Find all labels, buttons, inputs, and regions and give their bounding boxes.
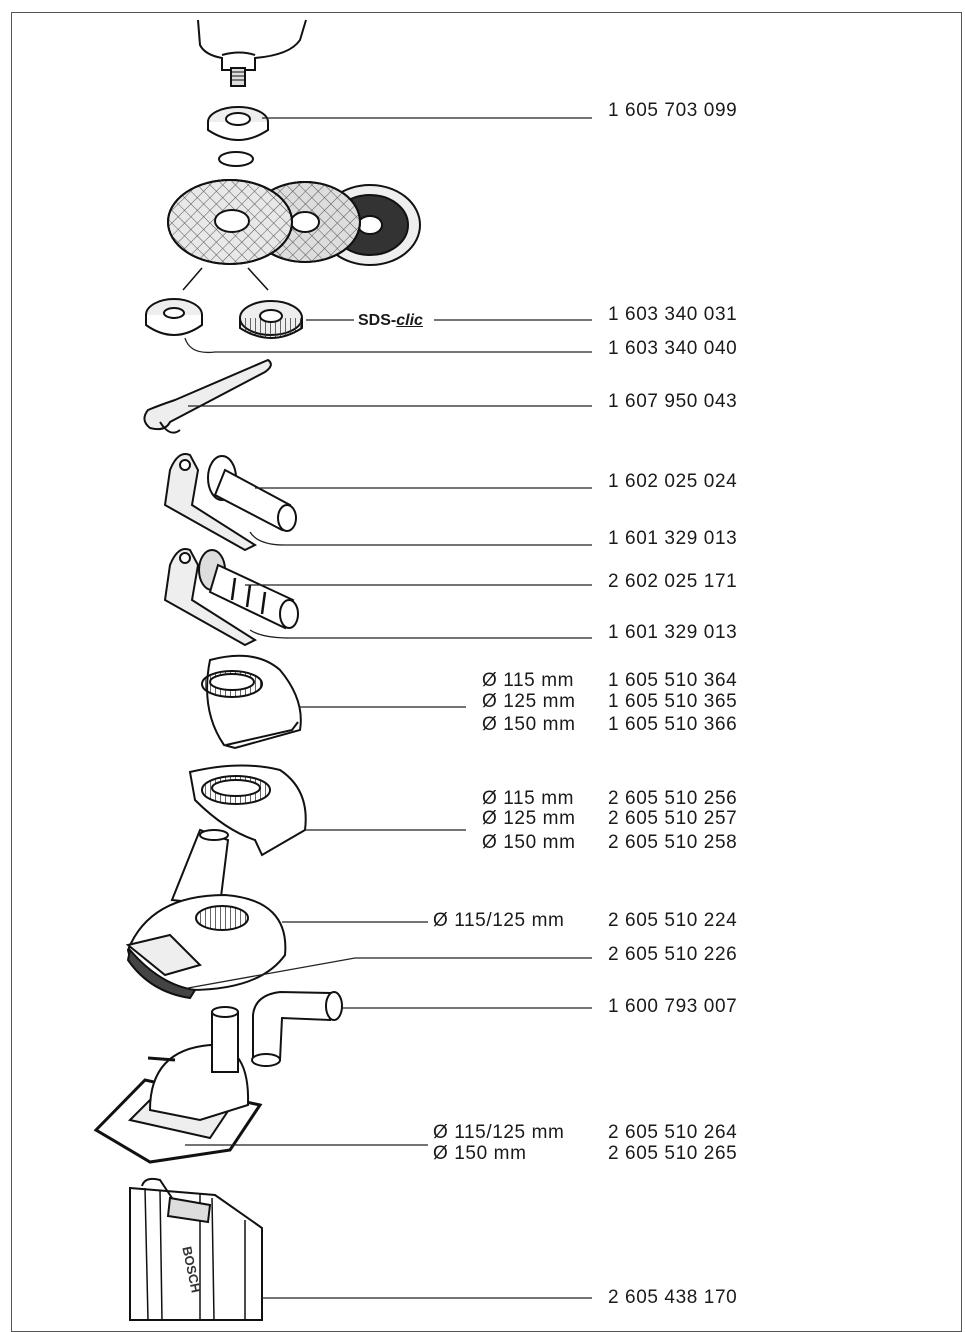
part-number-handle-1-bracket: 1 601 329 013 xyxy=(608,528,738,549)
part-number-cutting-guide-150: 2 605 510 265 xyxy=(608,1143,738,1164)
part-number-guard-a-125: 1 605 510 365 xyxy=(608,691,738,712)
sds-clic-nut-icon xyxy=(239,300,303,339)
part-number-spanner: 1 607 950 043 xyxy=(608,391,738,412)
part-number-guard-a-150: 1 605 510 366 xyxy=(608,714,738,735)
part-number-extraction-hood: 2 605 510 224 xyxy=(608,910,738,931)
cutting-guide-icon xyxy=(93,1006,263,1164)
part-number-sds-clic-nut: 1 603 340 031 xyxy=(608,304,738,325)
part-number-handle-2: 2 602 025 171 xyxy=(608,571,738,592)
protective-guard-quick-icon xyxy=(188,764,307,857)
part-number-handle-1: 1 602 025 024 xyxy=(608,471,738,492)
size-cutting-guide-115-125: Ø 115/125 mm xyxy=(433,1122,565,1143)
part-number-guard-b-115: 2 605 510 256 xyxy=(608,788,738,809)
size-guard-b-150: Ø 150 mm xyxy=(482,832,576,853)
grinding-discs-icon xyxy=(167,179,421,291)
size-guard-a-150: Ø 150 mm xyxy=(482,714,576,735)
part-number-guard-b-125: 2 605 510 257 xyxy=(608,808,738,829)
side-handle-icon xyxy=(163,453,297,552)
clamp-nut-icon xyxy=(145,298,203,336)
part-number-guard-b-150: 2 605 510 258 xyxy=(608,832,738,853)
size-guard-a-115: Ø 115 mm xyxy=(482,670,575,691)
sds-clic-tag: SDS-clic xyxy=(355,311,426,331)
protective-guard-icon xyxy=(201,654,302,750)
part-number-carrying-case: 2 605 438 170 xyxy=(608,1287,738,1308)
leader-lines xyxy=(184,117,592,1299)
part-number-clamp-nut: 1 603 340 040 xyxy=(608,338,738,359)
size-guard-a-125: Ø 125 mm xyxy=(482,691,576,712)
part-number-brush-ring: 2 605 510 226 xyxy=(608,944,738,965)
part-number-guard-a-115: 1 605 510 364 xyxy=(608,670,738,691)
grinder-spindle-icon xyxy=(197,19,307,87)
part-number-flange-nut: 1 605 703 099 xyxy=(608,100,738,121)
size-cutting-guide-150: Ø 150 mm xyxy=(433,1143,527,1164)
part-number-elbow-adapter: 1 600 793 007 xyxy=(608,996,738,1017)
carrying-case-icon xyxy=(129,1177,263,1321)
flange-nut-icon xyxy=(207,106,269,167)
extraction-hood-icon xyxy=(125,828,287,1000)
part-number-cutting-guide-115-125: 2 605 510 264 xyxy=(608,1122,738,1143)
elbow-adapter-icon xyxy=(251,990,343,1067)
size-extraction-hood: Ø 115/125 mm xyxy=(433,910,565,931)
part-number-handle-2-bracket: 1 601 329 013 xyxy=(608,622,738,643)
vibration-handle-icon xyxy=(163,548,299,647)
two-pin-spanner-icon xyxy=(143,358,272,434)
size-guard-b-125: Ø 125 mm xyxy=(482,808,576,829)
size-guard-b-115: Ø 115 mm xyxy=(482,788,575,809)
